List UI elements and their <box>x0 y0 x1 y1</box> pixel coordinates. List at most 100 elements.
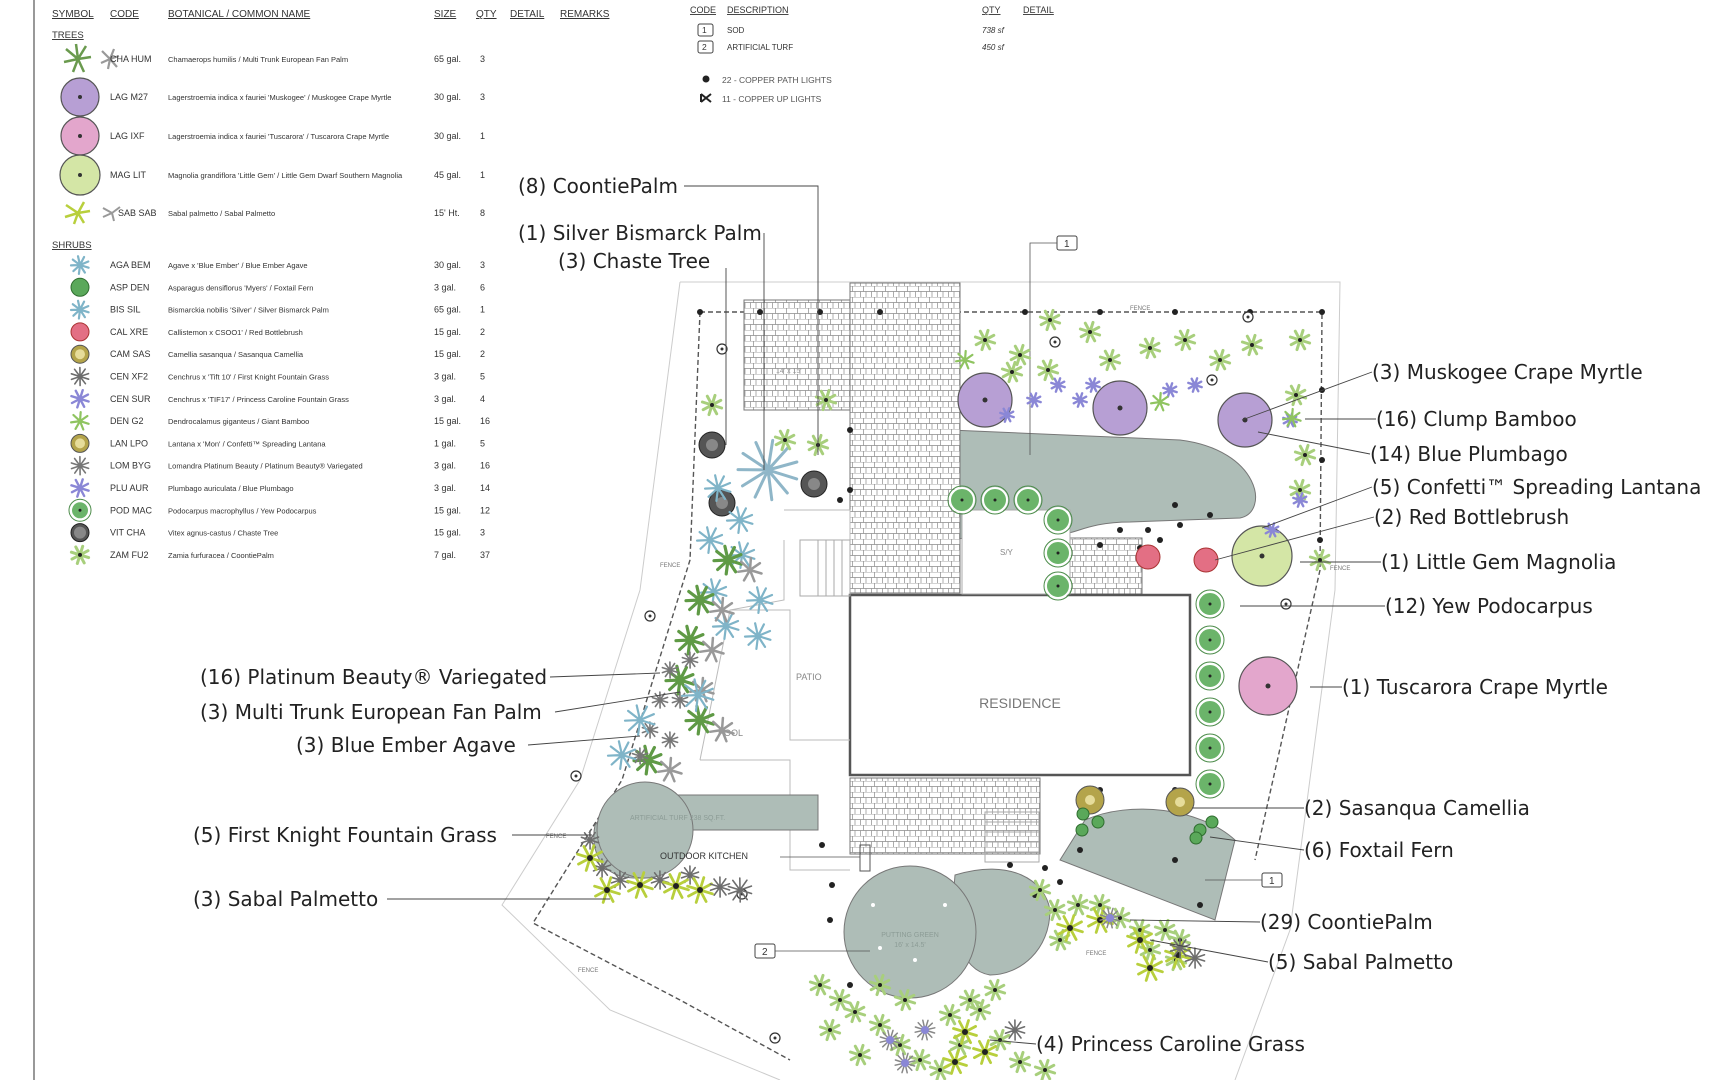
coontie-plant <box>828 988 852 1012</box>
callout-foxtail-fern: (6) Foxtail Fern <box>1209 836 1454 862</box>
coontie-plant <box>806 433 830 457</box>
bottlebrush-plant <box>1193 547 1219 573</box>
putting-cup <box>913 958 917 962</box>
patio-steps <box>799 539 851 597</box>
coontie-plant <box>1208 348 1232 372</box>
foxtail-plant <box>1189 831 1203 845</box>
legend-code: CAM SAS <box>110 349 151 359</box>
fountain-plant <box>1169 937 1191 959</box>
path-light <box>817 309 823 315</box>
path-light <box>837 497 843 503</box>
coontie-plant <box>818 1018 842 1042</box>
callout-label: (3) Sabal Palmetto <box>193 887 378 911</box>
podocarpus-plant <box>1195 589 1225 619</box>
callout-label: (3) Blue Ember Agave <box>296 733 516 757</box>
plumbago-plant <box>1026 392 1042 408</box>
path-light <box>847 982 853 988</box>
sabal-plant <box>686 876 714 904</box>
legend-code: BIS SIL <box>110 305 141 315</box>
legend-header-qty: QTY <box>476 9 497 20</box>
plumbago-plant <box>1264 522 1280 538</box>
legend-qty: 2 <box>480 327 485 337</box>
path-light <box>1097 309 1103 315</box>
path-light <box>1317 537 1323 543</box>
plants <box>576 308 1332 1082</box>
fence-label: FENCE <box>1130 306 1150 312</box>
coontie-plant <box>1036 358 1060 382</box>
legend-name: Dendrocalamus giganteus / Giant Bamboo <box>168 417 309 426</box>
legend-size: 3 gal. <box>434 394 456 404</box>
ground-code-box <box>697 23 714 37</box>
agave-plant <box>745 586 774 614</box>
legend-qty: 3 <box>480 528 485 538</box>
legend-name: Vitex agnus-castus / Chaste Tree <box>168 529 278 538</box>
ground-header-detail: DETAIL <box>1023 5 1054 15</box>
tag-1-north: 1 <box>1029 235 1078 455</box>
callout-label: (29) CoontiePalm <box>1260 910 1433 934</box>
coontie-plant <box>1088 893 1112 917</box>
coontie-plant <box>1293 443 1317 467</box>
callout-first-knight: (5) First Knight Fountain Grass <box>193 823 592 847</box>
agave-plant <box>703 474 732 502</box>
vitex-plant <box>800 470 828 498</box>
legend-code: SAB SAB <box>118 208 157 218</box>
path-light <box>1117 527 1123 533</box>
fanpalm-plant <box>632 744 683 783</box>
legend-qty: 12 <box>480 505 490 515</box>
fanpalm-plant <box>684 584 735 623</box>
legend-size: 65 gal. <box>434 54 461 64</box>
fence-label: FENCE <box>578 968 598 974</box>
fountain-plant <box>727 877 753 903</box>
callout-label: (3) Muskogee Crape Myrtle <box>1372 360 1643 384</box>
path-light <box>1042 865 1048 871</box>
legend-header-detail: DETAIL <box>510 9 545 20</box>
patio-outline <box>784 509 851 595</box>
podocarpus-plant <box>1195 733 1225 763</box>
path-light <box>847 487 853 493</box>
callout-sabal-palmetto-east: (5) Sabal Palmetto <box>1149 939 1453 974</box>
paver-patio <box>743 299 851 411</box>
legend-name: Lagerstroemia indica x fauriei 'Tuscaror… <box>168 132 389 141</box>
coontie-plant <box>1000 360 1024 384</box>
pool-outline <box>730 609 850 741</box>
sabal-palm-symbol <box>64 201 121 225</box>
coontie-plant <box>973 328 997 352</box>
property-line <box>501 281 781 1081</box>
tag-2-putting: 2 <box>754 943 870 959</box>
legend-qty: 1 <box>480 131 485 141</box>
path-light <box>1007 862 1013 868</box>
up-light-icon <box>700 93 712 103</box>
path-light <box>1319 457 1325 463</box>
paver-walkway <box>849 282 961 594</box>
legend-header-symbol: SYMBOL <box>52 9 94 20</box>
bottlebrush-plant <box>70 322 90 342</box>
artificial-turf-lawn <box>596 781 694 879</box>
ground-qty: 738 sf <box>982 26 1005 35</box>
coontie-plant <box>1078 320 1102 344</box>
fence-line <box>700 311 1323 861</box>
legend-size: 30 gal. <box>434 92 461 102</box>
coontie-plant <box>1043 898 1067 922</box>
plumbago-plant <box>1292 492 1308 508</box>
legend-name: Sabal palmetto / Sabal Palmetto <box>168 209 275 218</box>
callout-tuscarora: (1) Tuscarora Crape Myrtle <box>1310 675 1608 699</box>
agave-plant <box>680 678 715 712</box>
legend-header: SYMBOL CODE BOTANICAL / COMMON NAME SIZE… <box>52 9 610 20</box>
legend-size: 7 gal. <box>434 550 456 560</box>
fountain-plant <box>592 858 612 878</box>
legend-name: Cenchrus x 'TIF17' / Princess Caroline F… <box>168 395 349 404</box>
path-light <box>697 309 703 315</box>
bamboo-plant <box>1282 407 1302 428</box>
residence-footprint <box>848 593 1192 777</box>
podocarpus-plant <box>68 498 92 522</box>
callout-label: (4) Princess Caroline Grass <box>1036 1032 1305 1056</box>
callout-label: (5) Sabal Palmetto <box>1268 950 1453 974</box>
coontie-plant <box>958 988 982 1012</box>
